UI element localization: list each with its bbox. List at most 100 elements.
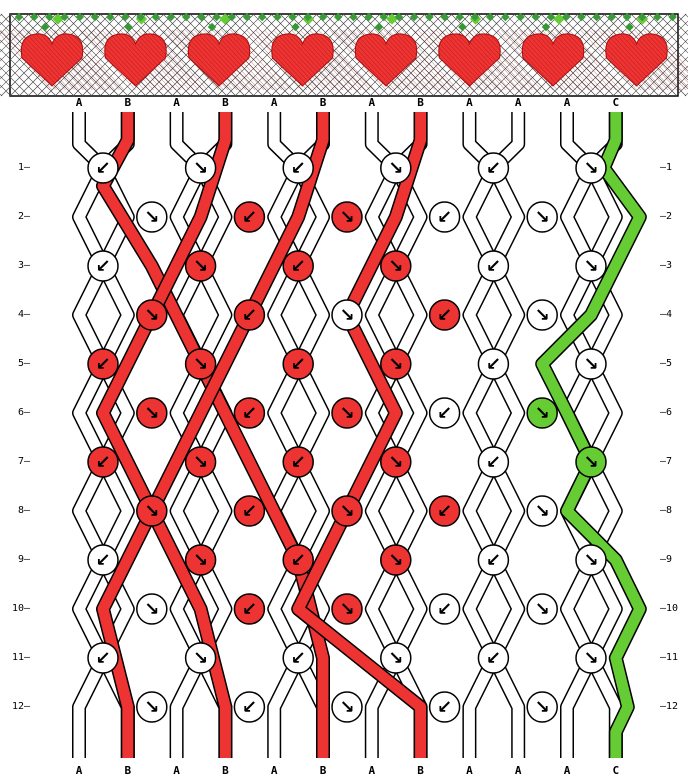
svg-text:↘: ↘ bbox=[535, 697, 550, 718]
knot: ↘ bbox=[381, 545, 411, 575]
svg-text:↘: ↘ bbox=[339, 305, 354, 326]
knot: ↘ bbox=[576, 545, 606, 575]
knot: ↙ bbox=[283, 643, 313, 673]
svg-text:↘: ↘ bbox=[535, 403, 550, 424]
svg-text:↙: ↙ bbox=[486, 354, 501, 375]
bottom-string-label: B bbox=[116, 765, 140, 777]
svg-text:↙: ↙ bbox=[95, 354, 110, 375]
knot: ↙ bbox=[430, 202, 460, 232]
knot: ↙ bbox=[234, 398, 264, 428]
svg-text:↘: ↘ bbox=[388, 158, 403, 179]
knot: ↘ bbox=[332, 300, 362, 330]
knot: ↙ bbox=[478, 643, 508, 673]
svg-text:↘: ↘ bbox=[535, 501, 550, 522]
svg-text:↘: ↘ bbox=[193, 550, 208, 571]
knot: ↘ bbox=[137, 300, 167, 330]
row-number: 2— bbox=[2, 211, 30, 223]
knot: ↙ bbox=[478, 447, 508, 477]
bottom-string-label: B bbox=[311, 765, 335, 777]
svg-text:↘: ↘ bbox=[193, 452, 208, 473]
svg-text:↙: ↙ bbox=[242, 207, 257, 228]
knot: ↙ bbox=[88, 251, 118, 281]
knot: ↘ bbox=[186, 349, 216, 379]
knot: ↙ bbox=[283, 349, 313, 379]
knot: ↘ bbox=[332, 202, 362, 232]
knot: ↘ bbox=[186, 545, 216, 575]
top-string-label: A bbox=[506, 97, 530, 109]
row-number: 4— bbox=[2, 309, 30, 321]
row-number: 8— bbox=[2, 505, 30, 517]
svg-text:↘: ↘ bbox=[144, 403, 159, 424]
knot: ↘ bbox=[137, 496, 167, 526]
knot: ↘ bbox=[527, 300, 557, 330]
svg-text:↙: ↙ bbox=[437, 207, 452, 228]
svg-text:↘: ↘ bbox=[339, 599, 354, 620]
row-number: —6 bbox=[660, 407, 688, 419]
svg-text:↙: ↙ bbox=[437, 501, 452, 522]
svg-text:↙: ↙ bbox=[242, 697, 257, 718]
row-number: —2 bbox=[660, 211, 688, 223]
top-string-label: B bbox=[311, 97, 335, 109]
svg-text:↘: ↘ bbox=[583, 648, 598, 669]
knot: ↙ bbox=[234, 594, 264, 624]
knot: ↙ bbox=[234, 692, 264, 722]
top-string-label: A bbox=[457, 97, 481, 109]
svg-text:↙: ↙ bbox=[242, 305, 257, 326]
knot: ↘ bbox=[137, 594, 167, 624]
svg-text:↘: ↘ bbox=[339, 207, 354, 228]
svg-text:↘: ↘ bbox=[535, 207, 550, 228]
knot: ↙ bbox=[430, 496, 460, 526]
svg-text:↘: ↘ bbox=[144, 697, 159, 718]
row-number: —1 bbox=[660, 162, 688, 174]
knot: ↙ bbox=[234, 202, 264, 232]
top-string-label: B bbox=[409, 97, 433, 109]
bottom-string-label: B bbox=[409, 765, 433, 777]
svg-text:↙: ↙ bbox=[486, 550, 501, 571]
knot: ↙ bbox=[283, 153, 313, 183]
row-number: —12 bbox=[660, 701, 688, 713]
knot: ↘ bbox=[332, 692, 362, 722]
knot: ↙ bbox=[283, 251, 313, 281]
svg-text:↘: ↘ bbox=[339, 697, 354, 718]
svg-text:↙: ↙ bbox=[242, 599, 257, 620]
knot-grid: ↙ ↘ ↙ ↘ ↙ ↘ ↘ ↙ ↘ ↙ ↘ ↙ ↘ ↙ ↘ ↙ ↘ ↘ ↙ ↘ ↙ ↘ ↙ ↘ ↙ ↘ ↙ ↘ ↘ ↙ ↘ ↙ ↘ ↙ ↘ ↙ ↘ ↙ ↘ ↘… bbox=[88, 153, 606, 722]
knot: ↙ bbox=[478, 251, 508, 281]
knot: ↙ bbox=[430, 594, 460, 624]
knot: ↘ bbox=[381, 447, 411, 477]
row-number: 6— bbox=[2, 407, 30, 419]
svg-text:↙: ↙ bbox=[486, 256, 501, 277]
svg-text:↙: ↙ bbox=[486, 648, 501, 669]
row-number: 7— bbox=[2, 456, 30, 468]
bottom-string-label: A bbox=[262, 765, 286, 777]
top-string-label: B bbox=[116, 97, 140, 109]
row-number: 11— bbox=[2, 652, 30, 664]
svg-text:↘: ↘ bbox=[388, 354, 403, 375]
svg-text:↘: ↘ bbox=[535, 599, 550, 620]
row-number: —10 bbox=[660, 603, 688, 615]
row-number: 10— bbox=[2, 603, 30, 615]
svg-text:↙: ↙ bbox=[437, 599, 452, 620]
svg-text:↘: ↘ bbox=[535, 305, 550, 326]
svg-text:↙: ↙ bbox=[242, 501, 257, 522]
svg-text:↙: ↙ bbox=[291, 158, 306, 179]
row-number: 12— bbox=[2, 701, 30, 713]
knot: ↘ bbox=[332, 594, 362, 624]
top-string-label: C bbox=[604, 97, 628, 109]
knot: ↘ bbox=[186, 153, 216, 183]
svg-text:↙: ↙ bbox=[95, 452, 110, 473]
top-string-label: B bbox=[213, 97, 237, 109]
knot: ↘ bbox=[527, 594, 557, 624]
bottom-string-label: A bbox=[457, 765, 481, 777]
svg-text:↘: ↘ bbox=[193, 158, 208, 179]
svg-text:↙: ↙ bbox=[95, 256, 110, 277]
knot: ↙ bbox=[88, 349, 118, 379]
svg-text:↘: ↘ bbox=[144, 599, 159, 620]
svg-text:↘: ↘ bbox=[144, 207, 159, 228]
svg-text:↘: ↘ bbox=[144, 305, 159, 326]
row-number: —4 bbox=[660, 309, 688, 321]
svg-text:↙: ↙ bbox=[437, 305, 452, 326]
top-string-label: A bbox=[262, 97, 286, 109]
row-number: —8 bbox=[660, 505, 688, 517]
